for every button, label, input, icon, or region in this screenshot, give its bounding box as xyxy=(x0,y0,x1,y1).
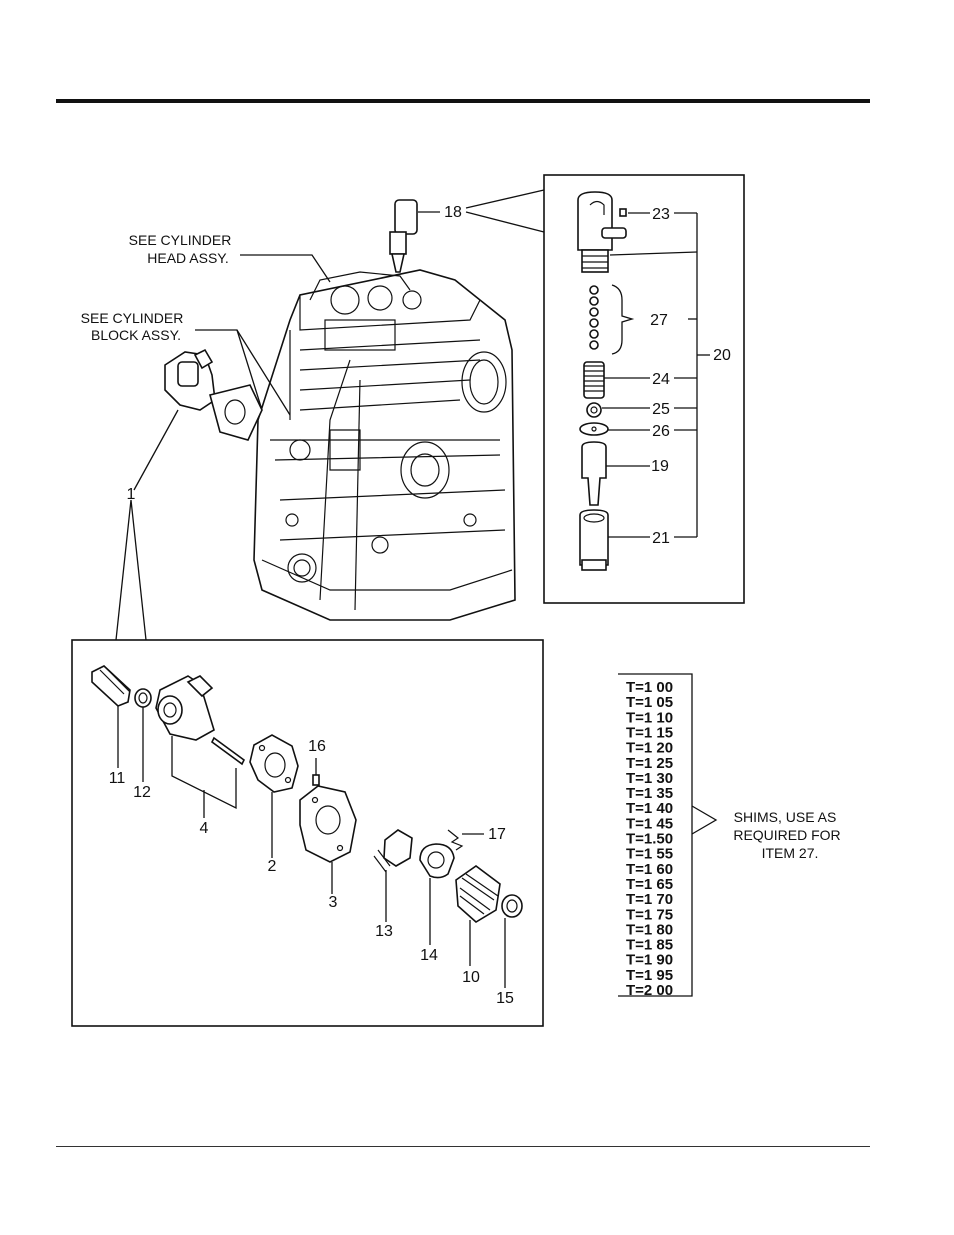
callout-14: 14 xyxy=(420,947,438,964)
callout-26: 26 xyxy=(652,423,670,440)
callout-10: 10 xyxy=(462,969,480,986)
callout-16: 16 xyxy=(308,738,326,755)
callout-1: 1 xyxy=(127,486,136,503)
shim-item: T=2 00 xyxy=(626,982,673,999)
item-1-leader xyxy=(134,410,178,490)
note-shims-line2: REQUIRED FOR xyxy=(733,827,840,843)
callout-20: 20 xyxy=(713,347,731,364)
callout-18: 18 xyxy=(444,204,462,221)
pump-exploded-parts xyxy=(92,666,522,922)
note-cylinder-block-line2: BLOCK ASSY. xyxy=(91,327,181,343)
note-cylinder-head-line1: SEE CYLINDER xyxy=(129,232,232,248)
callout-27: 27 xyxy=(650,312,668,329)
callout-4: 4 xyxy=(200,820,209,837)
note-cylinder-head-line2: HEAD ASSY. xyxy=(147,250,228,266)
callout-2: 2 xyxy=(268,858,277,875)
shims-list: T=1 00T=1 05T=1 10T=1 15T=1 20T=1 25T=1 … xyxy=(626,679,673,999)
callout-17: 17 xyxy=(488,826,506,843)
engine-block-illustration xyxy=(254,270,515,620)
head-assy-leader xyxy=(240,255,330,282)
item-1-expand-leader xyxy=(116,500,146,640)
callout-19: 19 xyxy=(651,458,669,475)
callout-11: 11 xyxy=(109,770,126,787)
injector-detail-box xyxy=(544,175,744,603)
note-shims-line3: ITEM 27. xyxy=(762,845,819,861)
callout-21: 21 xyxy=(652,530,670,547)
injector-exploded-parts xyxy=(578,192,632,570)
callout-3: 3 xyxy=(329,894,338,911)
note-shims-line1: SHIMS, USE AS xyxy=(734,809,837,825)
callout-25: 25 xyxy=(652,401,670,418)
callout-15: 15 xyxy=(496,990,514,1007)
injector-nozzle-top xyxy=(390,200,417,272)
callout-23: 23 xyxy=(652,206,670,223)
shims-pointer xyxy=(692,806,716,834)
callout-24: 24 xyxy=(652,371,670,388)
callout-13: 13 xyxy=(375,923,393,940)
note-cylinder-block-line1: SEE CYLINDER xyxy=(81,310,184,326)
callout-12: 12 xyxy=(133,784,151,801)
detail-box-pointer xyxy=(466,190,544,232)
